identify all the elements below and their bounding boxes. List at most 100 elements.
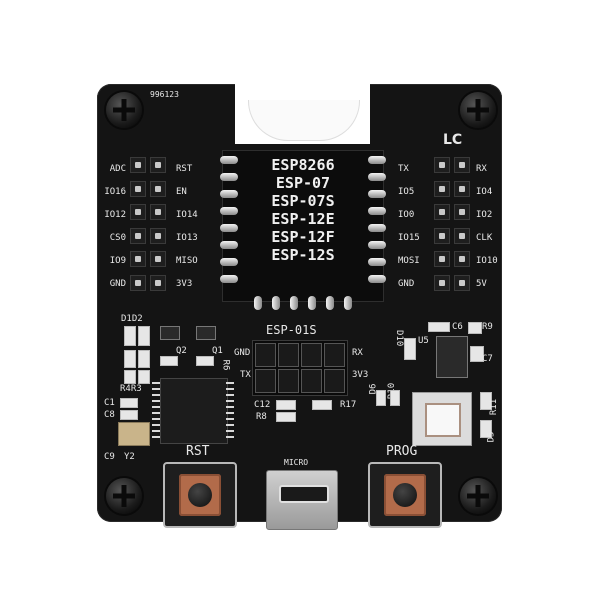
- transistor-q2: [160, 326, 180, 340]
- ic-pin: [226, 406, 234, 408]
- rst-button[interactable]: [163, 462, 237, 528]
- component-label-c8: C8: [104, 410, 115, 420]
- component-label-d10: D10: [394, 330, 404, 347]
- regulator-u5: [436, 336, 468, 378]
- pin-label: EN: [176, 187, 187, 197]
- esp01-label: ESP-01S: [266, 323, 317, 337]
- pin-label: GND: [109, 279, 126, 289]
- pin-label: RST: [176, 164, 193, 174]
- resistor: [124, 350, 136, 368]
- pin-label: MISO: [176, 256, 198, 266]
- rst-button-label: RST: [186, 444, 210, 459]
- module-name: ESP-07S: [271, 192, 335, 210]
- pin-label: IO5: [398, 187, 415, 197]
- pogo-pin: [220, 190, 238, 198]
- capacitor-c8: [120, 410, 138, 420]
- ic-pin: [226, 418, 234, 420]
- component-label-d5: D5: [486, 431, 497, 443]
- pogo-pin: [344, 296, 352, 310]
- ic-pin: [152, 400, 160, 402]
- ic-pin: [226, 430, 234, 432]
- usb-serial-ic: [160, 378, 228, 444]
- antenna-cutout: [248, 100, 360, 141]
- prog-button[interactable]: [368, 462, 442, 528]
- ic-pin: [152, 388, 160, 390]
- esp01-pin-label-rx: RX: [352, 348, 363, 358]
- left-pin-header[interactable]: [130, 155, 166, 293]
- component-label-r9: R9: [482, 322, 493, 332]
- ic-pin: [152, 430, 160, 432]
- resistor-r8: [276, 412, 296, 422]
- ic-pin: [152, 406, 160, 408]
- esp01-pin-label-3v3: 3V3: [352, 370, 369, 380]
- component-label-u5: U5: [418, 336, 429, 346]
- micro-usb-port[interactable]: [266, 470, 338, 530]
- pin-label: IO14: [176, 210, 198, 220]
- ic-pin: [226, 424, 234, 426]
- module-name: ESP-12E: [271, 210, 335, 228]
- pogo-pin: [220, 275, 238, 283]
- pogo-pin: [368, 258, 386, 266]
- pogo-pin: [254, 296, 262, 310]
- component-label-c1: C1: [104, 398, 115, 408]
- pin-label: IO13: [176, 233, 198, 243]
- capacitor-c1: [120, 398, 138, 408]
- prog-button-label: PROG: [386, 444, 418, 459]
- pin-label: TX: [398, 164, 409, 174]
- resistor-r4: [124, 370, 136, 384]
- resistor-r3: [138, 370, 150, 384]
- component-label-y2: Y2: [124, 452, 135, 462]
- esp01-pin-label-tx: TX: [240, 370, 251, 380]
- module-name: ESP-12S: [271, 246, 335, 264]
- pogo-pin: [220, 156, 238, 164]
- transistor-q1: [196, 326, 216, 340]
- led-d1: [124, 326, 136, 346]
- ic-pin: [152, 382, 160, 384]
- screw-icon-top-left: [106, 92, 142, 128]
- usb-icon: [279, 485, 329, 503]
- ic-pin: [152, 418, 160, 420]
- pin-label: IO9: [109, 256, 126, 266]
- pin-label: ADC: [109, 164, 126, 174]
- pogo-pin: [290, 296, 298, 310]
- component-label-d1d2: D1D2: [121, 314, 143, 324]
- resistor: [196, 356, 214, 366]
- pin-label: IO10: [476, 256, 498, 266]
- ic-pin: [226, 394, 234, 396]
- pogo-pin: [272, 296, 280, 310]
- resistor-r10: [390, 390, 400, 406]
- component-label-c6: C6: [452, 322, 463, 332]
- component-label-r11: R11: [489, 398, 500, 416]
- ic-pin: [226, 382, 234, 384]
- pogo-pin: [368, 207, 386, 215]
- ic-pin: [226, 388, 234, 390]
- ic-pin: [152, 412, 160, 414]
- component-label-q1: Q1: [212, 346, 223, 356]
- screw-icon-top-right: [460, 92, 496, 128]
- pogo-pin: [368, 190, 386, 198]
- pogo-pin: [326, 296, 334, 310]
- pogo-pin: [220, 207, 238, 215]
- pin-label: 3V3: [176, 279, 193, 289]
- pogo-pin: [368, 173, 386, 181]
- pogo-pin: [308, 296, 316, 310]
- button-knob-icon: [188, 483, 212, 507]
- module-name: ESP-07: [275, 174, 331, 192]
- component-label-r8: R8: [256, 412, 267, 422]
- right-pin-header[interactable]: [434, 155, 470, 293]
- pin-label: IO16: [104, 187, 126, 197]
- serial-number: 996123: [150, 90, 179, 99]
- esp01-pin-label-gnd: GND: [234, 348, 251, 358]
- resistor: [138, 350, 150, 368]
- module-name: ESP8266: [271, 156, 335, 174]
- pogo-pin: [368, 156, 386, 164]
- pogo-pin: [368, 241, 386, 249]
- capacitor-c6: [428, 322, 450, 332]
- screw-icon-bottom-right: [460, 478, 496, 514]
- ic-pin: [152, 436, 160, 438]
- white-led-module: [412, 392, 472, 446]
- pin-label: MOSI: [398, 256, 420, 266]
- pin-label: IO12: [104, 210, 126, 220]
- esp01-socket[interactable]: [252, 340, 348, 396]
- pin-label: IO4: [476, 187, 493, 197]
